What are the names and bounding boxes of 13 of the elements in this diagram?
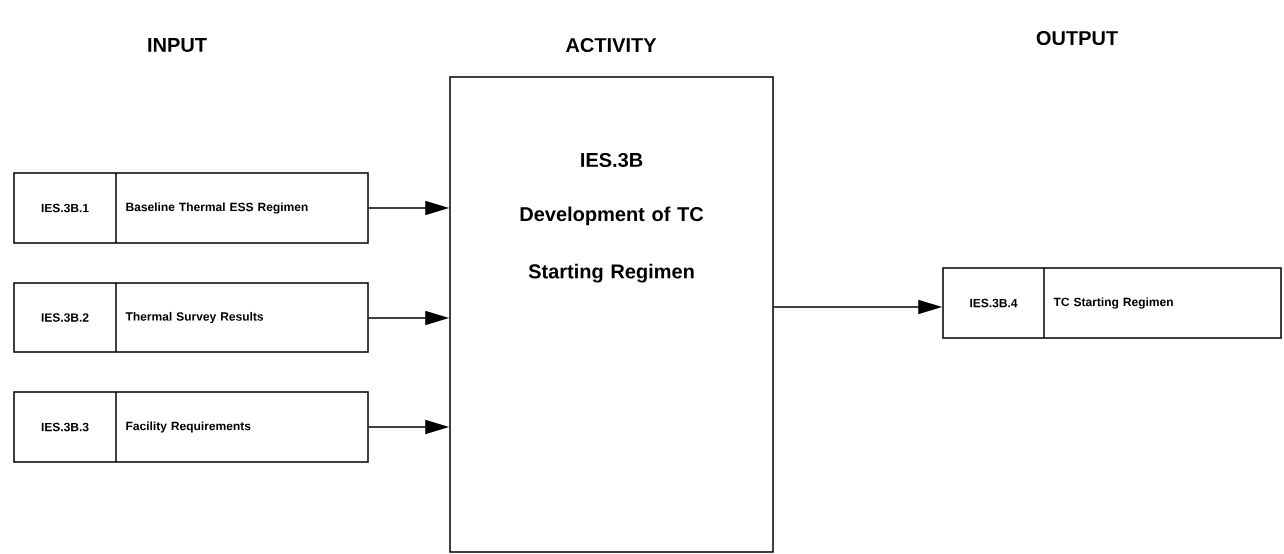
column-heading: OUTPUT (1036, 30, 1118, 46)
description-text: TC Starting Regimen (1053, 297, 1173, 309)
id-label: IES.3B.4 (970, 298, 1018, 308)
description-text: Facility Requirements (126, 421, 251, 433)
column-heading: INPUT (148, 38, 207, 52)
description-text: Thermal Survey Results (125, 311, 264, 324)
id-label: IES.3B.1 (41, 203, 89, 213)
description-text: Baseline Thermal ESS Regimen (126, 202, 308, 214)
activity-text: Development of TC Starting Regimen (520, 206, 704, 283)
id-label: IES.3B.3 (41, 422, 89, 432)
column-heading: ACTIVITY (565, 37, 657, 53)
activity-title: IES.3B (581, 152, 643, 168)
id-label: IES.3B.2 (41, 313, 89, 322)
